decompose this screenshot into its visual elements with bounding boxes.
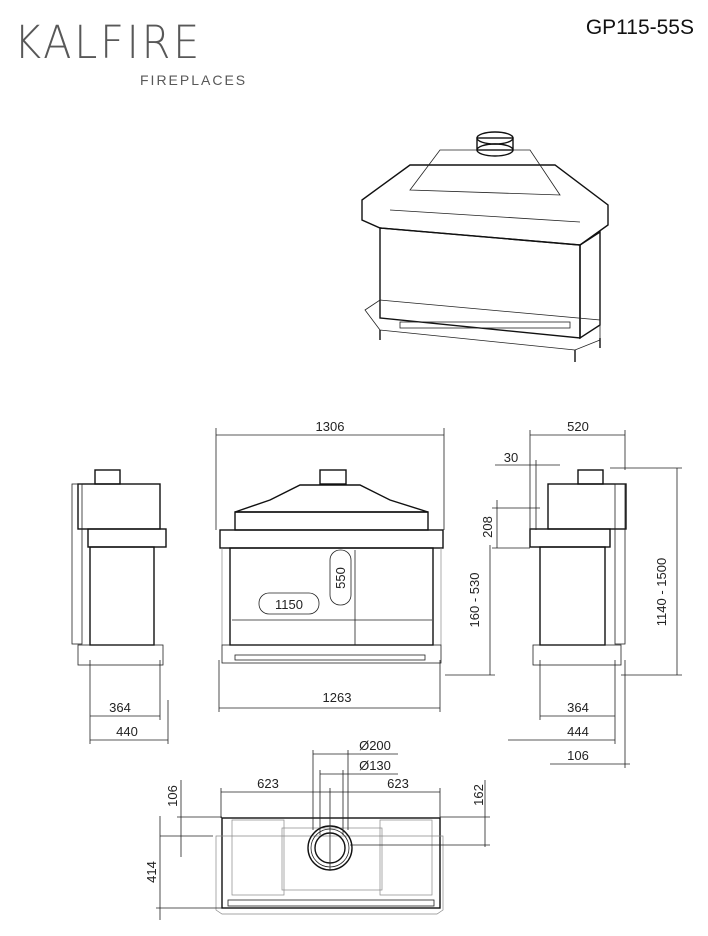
dim-left-depth-outer: 440 <box>116 724 138 739</box>
model-number: GP115-55S <box>585 16 694 39</box>
isometric-view <box>361 131 609 362</box>
dim-floor-height: 160 - 530 <box>467 573 482 628</box>
dim-left-depth-inner: 364 <box>109 700 131 715</box>
dim-depth: 414 <box>144 861 159 883</box>
dim-front-offset: 106 <box>165 785 180 807</box>
dim-flue-inner: Ø130 <box>359 758 391 773</box>
dim-right-depth-mid: 444 <box>567 724 589 739</box>
left-side-view: 364 440 <box>71 469 169 744</box>
dim-left-to-center: 623 <box>257 776 279 791</box>
dim-right-depth-inner: 364 <box>567 700 589 715</box>
dim-glass-width: 1150 <box>275 597 303 612</box>
dim-offset: 30 <box>504 450 518 465</box>
dim-top-depth: 520 <box>567 419 589 434</box>
dim-base-width: 1263 <box>323 690 352 705</box>
right-side-view: 520 30 208 1140 - 1500 364 444 106 <box>480 419 682 768</box>
top-view: Ø200 Ø130 623 623 106 162 414 <box>144 738 490 920</box>
dim-flue-offset: 162 <box>471 784 486 806</box>
dim-flue-outer: Ø200 <box>359 738 391 753</box>
dim-hood-height: 208 <box>480 516 495 538</box>
front-view: 1306 1263 1150 550 160 - 530 <box>215 419 495 712</box>
dim-glass-height: 550 <box>333 567 348 589</box>
dim-total-height: 1140 - 1500 <box>654 558 669 626</box>
brand-subtitle: FIREPLACES <box>140 72 248 88</box>
dim-right-to-center: 623 <box>387 776 409 791</box>
dim-overall-width: 1306 <box>316 419 345 434</box>
brand-name: KALFIRE <box>14 16 203 69</box>
kalfire-logo: KALFIRE FIREPLACES <box>14 16 245 89</box>
dim-rear-offset: 106 <box>567 748 589 763</box>
